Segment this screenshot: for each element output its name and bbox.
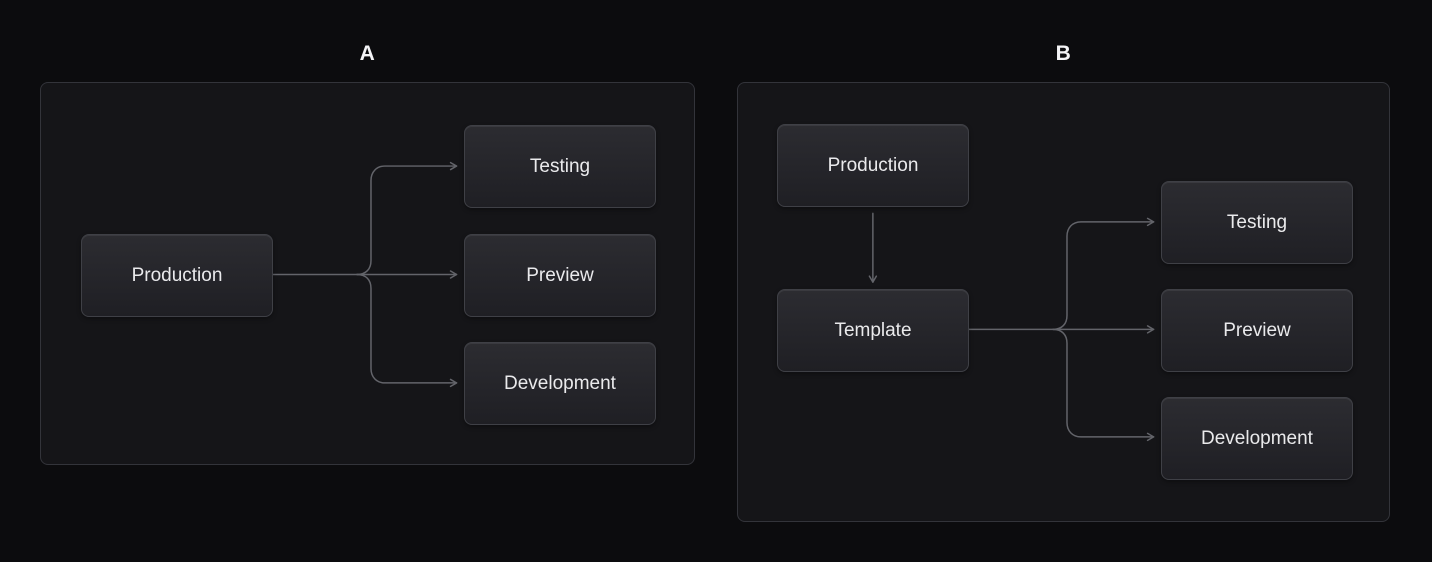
node-label: Production: [827, 154, 919, 176]
node-b-testing: Testing: [1161, 181, 1353, 264]
node-label: Preview: [526, 264, 594, 286]
diagram-b-title: B: [1055, 42, 1072, 65]
edge-b-template-testing: [1052, 217, 1155, 331]
node-label: Template: [834, 319, 912, 341]
diagram-panel-b: Production Template Testing Preview Deve…: [737, 82, 1390, 522]
node-b-preview: Preview: [1161, 289, 1353, 372]
node-label: Production: [131, 264, 223, 286]
node-a-development: Development: [464, 342, 656, 425]
diagram-panel-a: Production Testing Preview Development: [40, 82, 695, 465]
edge-b-template-development: [1052, 328, 1155, 442]
node-b-template: Template: [777, 289, 969, 372]
node-label: Testing: [1226, 211, 1288, 233]
node-a-production: Production: [81, 234, 273, 317]
node-a-testing: Testing: [464, 125, 656, 208]
node-label: Development: [504, 372, 616, 394]
node-label: Development: [1201, 427, 1313, 449]
node-label: Testing: [529, 155, 591, 177]
node-b-production: Production: [777, 124, 969, 207]
edge-a-production-development: [356, 273, 458, 388]
node-a-preview: Preview: [464, 234, 656, 317]
diagram-a-title: A: [359, 42, 376, 65]
edge-a-production-testing: [356, 161, 458, 276]
node-b-development: Development: [1161, 397, 1353, 480]
node-label: Preview: [1223, 319, 1291, 341]
